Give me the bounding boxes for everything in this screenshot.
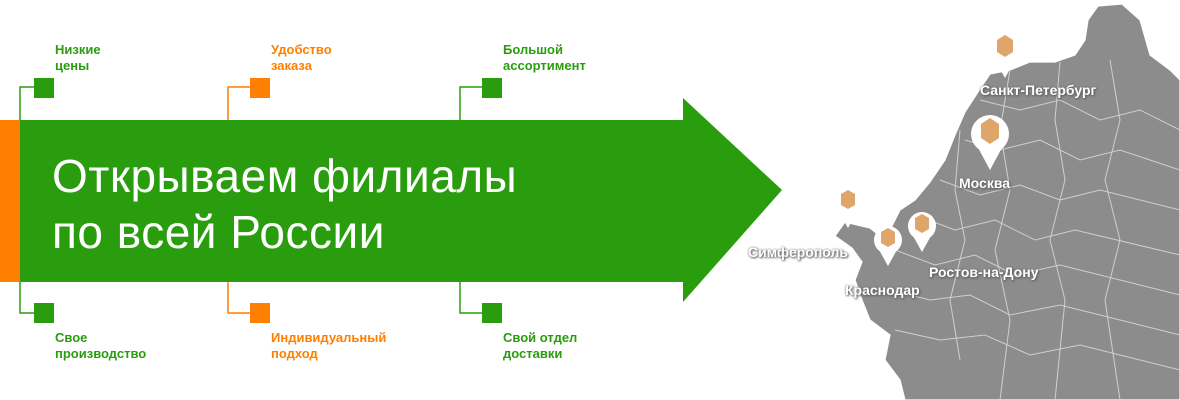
feature-easy-order: Удобство заказа (271, 42, 332, 74)
feature-delivery: Свой отдел доставки (503, 330, 577, 362)
feature-line: Свой отдел (503, 330, 578, 345)
feature-own-production: Свое производство (55, 330, 146, 362)
pin-moscow (971, 115, 1009, 170)
feature-line: Низкие (55, 42, 101, 57)
headline-line-1: Открываем филиалы (52, 150, 518, 202)
feature-line: Удобство (271, 42, 332, 57)
pin-simferopol (834, 188, 862, 228)
feature-line: Свое (55, 330, 88, 345)
feature-assortment: Большой ассортимент (503, 42, 586, 74)
city-label-moscow: Москва (959, 175, 1011, 191)
pin-krasnodar (874, 226, 902, 266)
pin-spb (989, 32, 1021, 78)
feature-square (250, 303, 270, 323)
feature-line: цены (55, 58, 90, 73)
feature-square (482, 78, 502, 98)
city-label-spb: Санкт-Петербург (980, 82, 1097, 98)
headline-line-2: по всей России (52, 206, 385, 258)
orange-edge (0, 120, 20, 282)
feature-line: доставки (503, 346, 563, 361)
pin-rostov (908, 212, 936, 252)
green-arrow (0, 86, 782, 314)
feature-square (482, 303, 502, 323)
city-label-rostov: Ростов-на-Дону (929, 264, 1039, 280)
feature-individual-approach: Индивидуальный подход (271, 330, 386, 362)
feature-square (34, 303, 54, 323)
city-label-simferopol: Симферополь (748, 244, 849, 260)
feature-line: подход (271, 346, 318, 361)
feature-line: Индивидуальный (271, 330, 387, 345)
city-label-krasnodar: Краснодар (845, 282, 920, 298)
feature-line: Большой (503, 42, 563, 57)
feature-line: ассортимент (503, 58, 586, 73)
feature-line: производство (55, 346, 147, 361)
feature-square (250, 78, 270, 98)
headline: Открываем филиалы по всей России (52, 148, 692, 260)
feature-square (34, 78, 54, 98)
feature-line: заказа (271, 58, 312, 73)
feature-low-prices: Низкие цены (55, 42, 101, 74)
